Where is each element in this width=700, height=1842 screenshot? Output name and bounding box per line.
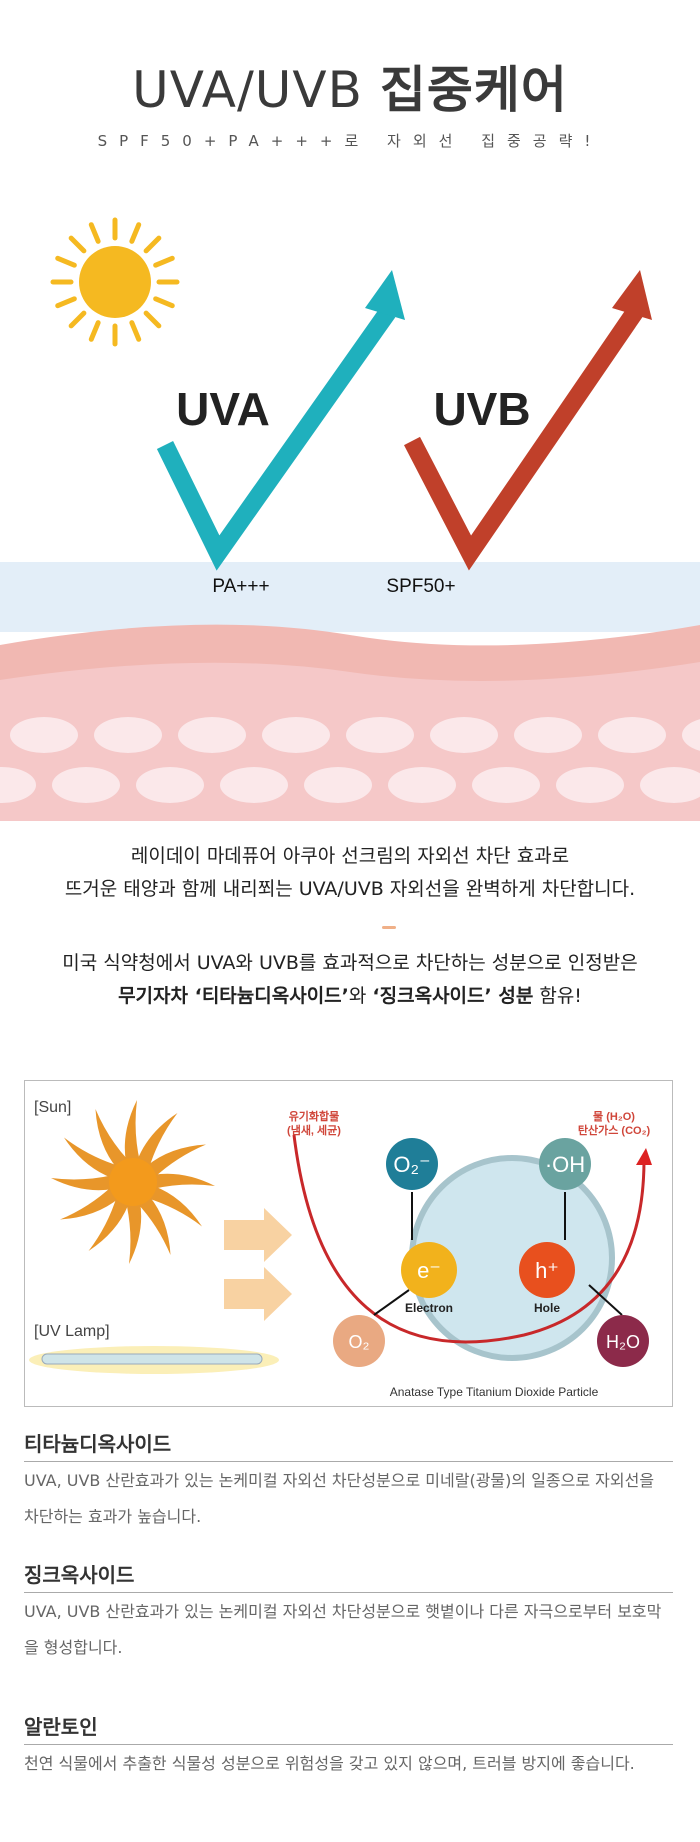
- skin-cell: [136, 767, 204, 803]
- skin-cell: [0, 767, 36, 803]
- sun-ray: [143, 310, 162, 329]
- svg-text:h⁺: h⁺: [535, 1258, 559, 1283]
- intro-line: 무기자차 ‘티타늄디옥사이드’와 ‘징크옥사이드’ 성분 함유!: [118, 985, 582, 1007]
- uv-protection-illustration: UVA UVB PA+++ SPF50+: [0, 217, 700, 821]
- svg-text:(냄새, 세균): (냄새, 세균): [287, 1123, 341, 1137]
- uva-label: UVA: [176, 383, 270, 435]
- sun-icon: [51, 1100, 215, 1264]
- sun-ray: [88, 222, 101, 244]
- section-title: 알란토인: [24, 1711, 673, 1745]
- sun-flame: [88, 1195, 130, 1252]
- skin-cell: [346, 717, 414, 753]
- water-node: [597, 1315, 649, 1367]
- section-body: 천연 식물에서 추출한 식물성 성분으로 위험성을 갖고 있지 않으며, 트러블…: [24, 1754, 635, 1773]
- skin-cell: [262, 717, 330, 753]
- sun-flame: [146, 1144, 207, 1179]
- skin-cell: [52, 767, 120, 803]
- uv-lamp-label: [UV Lamp]: [34, 1323, 110, 1340]
- page-title: UVA/UVB 집중케어: [0, 50, 700, 122]
- hole-node: [519, 1242, 575, 1298]
- sun-ray: [68, 235, 87, 254]
- svg-text:Hole: Hole: [534, 1301, 560, 1315]
- photocatalysis-diagram: [Sun] [UV Lamp] 유기화합물 (냄새, 세균) 물 (H₂O) 탄…: [24, 1080, 673, 1407]
- section-title: 티타늄디옥사이드: [24, 1428, 673, 1462]
- intro-paragraph-1: 레이데이 마데퓨어 아쿠아 선크림의 자외선 차단 효과로 뜨거운 태양과 함께…: [0, 840, 700, 906]
- skin-cell: [94, 717, 162, 753]
- skin-cell: [598, 717, 666, 753]
- sun-ray: [55, 296, 77, 309]
- section-body: UVA, UVB 산란효과가 있는 논케미컬 자외선 차단성분으로 미네랄(광물…: [24, 1471, 655, 1526]
- sun-flame: [153, 1173, 215, 1189]
- sun-ray: [129, 222, 142, 244]
- sun-ray: [153, 255, 175, 268]
- sun-ray: [68, 310, 87, 329]
- skin-cell: [10, 717, 78, 753]
- sun-flame: [63, 1137, 120, 1179]
- reaction-arc: [292, 1134, 646, 1344]
- sun-flame: [51, 1175, 113, 1191]
- intro-line: 뜨거운 태양과 함께 내리쬐는 UVA/UVB 자외선을 완벽하게 차단합니다.: [64, 878, 636, 900]
- svg-text:·OH: ·OH: [545, 1152, 585, 1177]
- svg-text:유기화합물: 유기화합물: [289, 1109, 340, 1123]
- skin-cell: [220, 767, 288, 803]
- svg-text:탄산가스 (CO₂): 탄산가스 (CO₂): [578, 1123, 651, 1137]
- svg-text:H₂O: H₂O: [606, 1332, 640, 1352]
- svg-text:O₂⁻: O₂⁻: [393, 1152, 430, 1177]
- svg-text:물 (H₂O): 물 (H₂O): [593, 1110, 635, 1123]
- title-korean: 집중케어: [379, 61, 568, 119]
- sun-flame: [126, 1202, 142, 1264]
- title-latin: UVA/UVB: [132, 61, 363, 119]
- uv-lamp-icon: [41, 1353, 263, 1365]
- intro-line: 레이데이 마데퓨어 아쿠아 선크림의 자외선 차단 효과로: [130, 845, 570, 867]
- intro-line: 미국 식약청에서 UVA와 UVB를 효과적으로 차단하는 성분으로 인정받은: [62, 952, 638, 974]
- sun-label: [Sun]: [34, 1099, 71, 1116]
- skin-cell: [388, 767, 456, 803]
- skin-cell: [556, 767, 624, 803]
- skin-cell: [640, 767, 700, 803]
- o2-radical-node: [386, 1138, 438, 1190]
- arrow-right-icon: [224, 1208, 292, 1262]
- skin-cell: [430, 717, 498, 753]
- skin-cell: [178, 717, 246, 753]
- skin-layer-top: [0, 562, 700, 632]
- uvb-arrowhead: [612, 270, 652, 320]
- hydroxyl-node: [539, 1138, 591, 1190]
- sun-ray: [88, 320, 101, 342]
- uva-arrowhead: [365, 270, 405, 320]
- skin-cells: [0, 717, 700, 803]
- sun-flame: [136, 1195, 171, 1256]
- sun-flame: [95, 1108, 130, 1169]
- section-title: 징크옥사이드: [24, 1559, 673, 1593]
- oxygen-node: [333, 1315, 385, 1367]
- sun-ray: [55, 255, 77, 268]
- svg-text:Electron: Electron: [405, 1301, 453, 1315]
- electron-node: [401, 1242, 457, 1298]
- uva-check-arrow: [156, 306, 396, 571]
- uvb-label: UVB: [433, 383, 530, 435]
- skin-cell: [472, 767, 540, 803]
- svg-text:O₂: O₂: [349, 1332, 370, 1352]
- sun-icon: [50, 217, 180, 347]
- intro-paragraph-2: 미국 식약청에서 UVA와 UVB를 효과적으로 차단하는 성분으로 인정받은 …: [0, 947, 700, 1013]
- sun-flame: [136, 1112, 178, 1169]
- skin-cell: [304, 767, 372, 803]
- spf-label: SPF50+: [386, 576, 455, 597]
- arrow-right-icon: [224, 1267, 292, 1321]
- skin-cell: [514, 717, 582, 753]
- pa-label: PA+++: [212, 576, 269, 597]
- sun-flame: [146, 1185, 203, 1227]
- sun-flame: [59, 1185, 120, 1220]
- sun-flame: [124, 1100, 140, 1162]
- sun-ray: [153, 296, 175, 309]
- sun-ray: [143, 235, 162, 254]
- divider-mark: [382, 926, 396, 929]
- svg-text:e⁻: e⁻: [417, 1258, 441, 1283]
- skin-cell: [682, 719, 700, 751]
- uvb-check-arrow: [404, 306, 643, 571]
- sun-ray: [129, 320, 142, 342]
- subtitle: SPF50+PA+++로 자외선 집중공략!: [97, 132, 603, 150]
- arc-arrowhead: [636, 1148, 652, 1165]
- diagram-caption: Anatase Type Titanium Dioxide Particle: [390, 1385, 599, 1399]
- section-body: UVA, UVB 산란효과가 있는 논케미컬 자외선 차단성분으로 햇볕이나 다…: [24, 1602, 662, 1657]
